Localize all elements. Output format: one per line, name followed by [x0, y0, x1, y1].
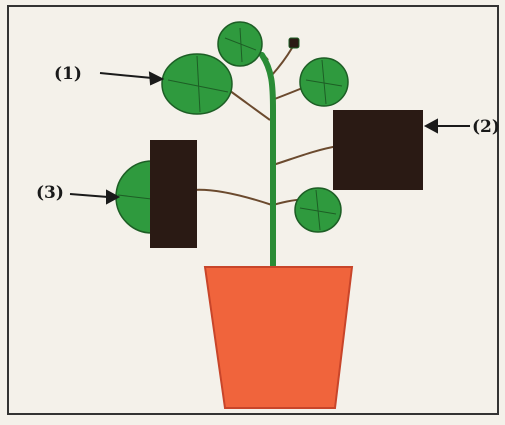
bud-icon	[289, 38, 299, 48]
stalk-bud	[272, 48, 292, 75]
stalk-leaf-3	[192, 190, 272, 205]
black-paper-cover-right	[333, 110, 423, 190]
leaf-1-icon	[162, 54, 232, 114]
arrow-2	[426, 120, 470, 132]
label-1: (1)	[54, 64, 82, 84]
flower-pot	[205, 267, 352, 408]
label-3: (3)	[36, 183, 64, 203]
stalk-leaf-1	[226, 88, 270, 120]
leaf-upper-right-icon	[300, 58, 348, 106]
main-stem	[262, 55, 273, 268]
arrow-3	[70, 191, 118, 203]
stalk-leaf-2	[273, 146, 338, 165]
leaf-icon	[218, 22, 262, 66]
leaf-lower-right-icon	[295, 188, 341, 232]
black-paper-cover-left	[150, 140, 197, 248]
arrow-1	[100, 73, 162, 84]
label-2: (2)	[472, 117, 500, 137]
